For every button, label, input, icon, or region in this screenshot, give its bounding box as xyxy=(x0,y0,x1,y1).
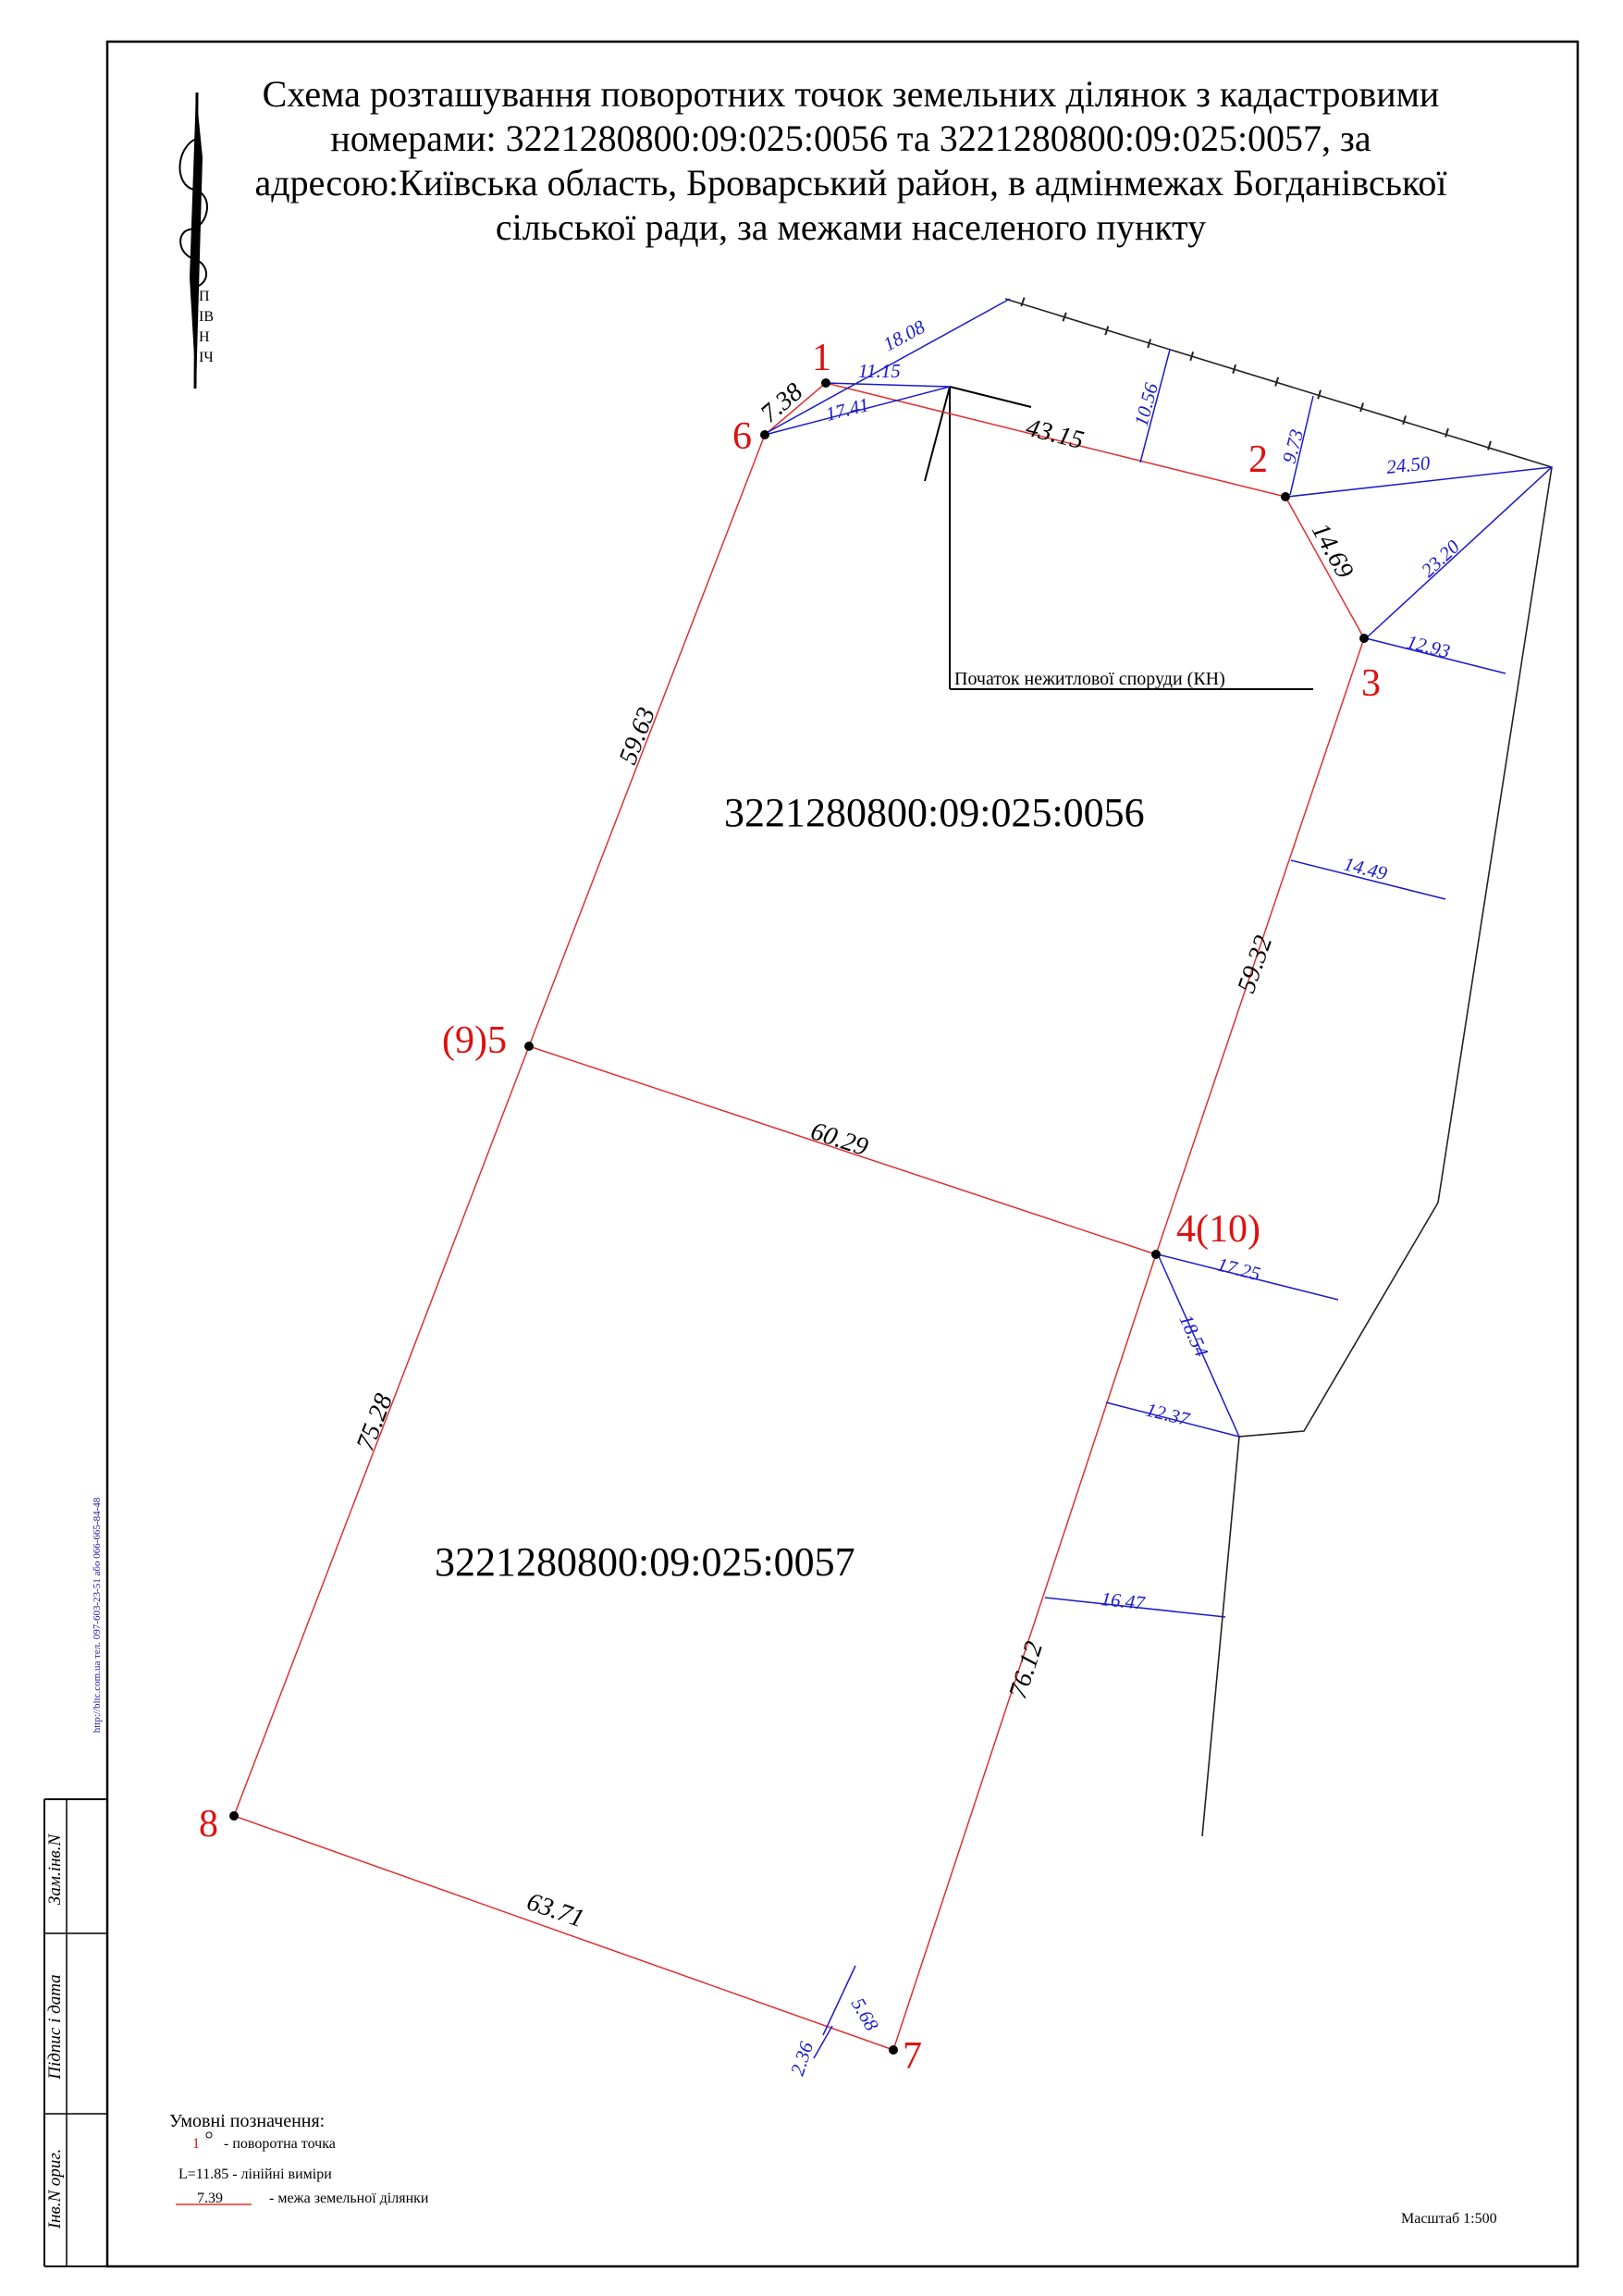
road-boundary xyxy=(1004,297,1553,1837)
point-4-marker xyxy=(1151,1250,1161,1259)
legend-point-icon xyxy=(205,2131,213,2139)
measure-18-54: 18.54 xyxy=(1174,1311,1212,1360)
legend-boundary-text: - межа земельної ділянки xyxy=(269,2191,429,2206)
boundary-p2-p3 xyxy=(1285,496,1365,639)
measure-5-68: 5.68 xyxy=(847,1994,883,2035)
legend-linear-row: L=11.85 - лінійні виміри xyxy=(178,2166,332,2183)
parcel-labels: 3221280800:09:025:0056 3221280800:09:025… xyxy=(435,790,1145,1585)
point-label-2: 2 xyxy=(1248,438,1268,481)
legend-point-sample: 1 xyxy=(192,2136,200,2152)
legend-title: Умовні позначення: xyxy=(169,2111,326,2131)
point-label-1: 1 xyxy=(812,337,831,379)
point-7-marker xyxy=(889,2045,898,2055)
length-p8-p5: 75.28 xyxy=(351,1390,400,1455)
north-arrow-label: ПІВНІЧ xyxy=(199,289,214,365)
parcel-0057-label: 3221280800:09:025:0057 xyxy=(435,1539,855,1585)
measure-23-20: 23.20 xyxy=(1417,536,1464,582)
point-label-8: 8 xyxy=(199,1803,218,1845)
measure-10-56: 10.56 xyxy=(1130,380,1163,428)
measure-11-15: 11.15 xyxy=(858,360,901,382)
boundary-p4-p5 xyxy=(528,1045,1157,1255)
measure-18-08: 18.08 xyxy=(879,315,928,356)
boundary-p6-p1 xyxy=(764,382,827,436)
point-label-7: 7 xyxy=(903,2035,922,2078)
stamp-signature-date: Підпис і дата xyxy=(45,1974,65,2080)
measure-14-49: 14.49 xyxy=(1342,853,1390,885)
measure-9-73: 9.73 xyxy=(1278,427,1309,466)
scale-label: Масштаб 1:500 xyxy=(1401,2211,1497,2227)
legend-graphics xyxy=(176,2131,252,2205)
sheet-frame xyxy=(105,40,1580,2268)
point-5-marker xyxy=(524,1042,534,1051)
parcel-boundaries xyxy=(233,382,1365,2051)
north-arrow-icon xyxy=(178,92,208,389)
boundary-length-labels: 43.15 14.69 59.32 60.29 59.63 7.38 76.12… xyxy=(351,377,1359,1933)
measure-24-50: 24.50 xyxy=(1385,451,1432,478)
page-title: Схема розташування поворотних точок земе… xyxy=(254,73,1447,248)
turning-points xyxy=(229,378,1369,2055)
boundary-p3-p4 xyxy=(1155,637,1365,1255)
legend-point-text: - поворотна точка xyxy=(224,2136,336,2152)
measure-2-36: 2.36 xyxy=(786,2039,818,2079)
point-label-6: 6 xyxy=(732,415,752,458)
point-label-5: (9)5 xyxy=(442,1019,507,1062)
measure-16-47: 16.47 xyxy=(1100,1587,1147,1614)
measure-12-93: 12.93 xyxy=(1405,631,1453,663)
legend-point-row: 1 - поворотна точка xyxy=(192,2136,336,2153)
point-labels: 1 2 3 4(10) (9)5 6 7 8 xyxy=(199,337,1381,2078)
legend-boundary-sample: 7.39 xyxy=(197,2191,223,2206)
point-1-marker xyxy=(821,378,830,388)
length-p7-p8: 63.71 xyxy=(523,1887,588,1933)
parcel-0056-label: 3221280800:09:025:0056 xyxy=(724,790,1145,835)
building-corner xyxy=(924,386,1313,690)
point-label-3: 3 xyxy=(1361,662,1381,705)
length-p5-p6: 59.63 xyxy=(614,704,662,769)
point-8-marker xyxy=(229,1811,239,1821)
boundary-p5-p6 xyxy=(528,434,766,1047)
length-p4-p5: 60.29 xyxy=(807,1117,871,1162)
stamp-replacement-inv: Зам.інв.N xyxy=(45,1833,65,1906)
measure-17-25: 17.25 xyxy=(1215,1253,1263,1286)
length-p3-p4: 59.32 xyxy=(1232,932,1278,997)
boundary-p4-p7 xyxy=(892,1253,1157,2051)
measure-12-37: 12.37 xyxy=(1144,1399,1193,1431)
point-2-marker xyxy=(1281,492,1290,501)
length-p2-p3: 14.69 xyxy=(1306,518,1359,583)
measurement-lines xyxy=(762,298,1553,2059)
point-3-marker xyxy=(1359,634,1369,643)
point-6-marker xyxy=(760,430,769,439)
boundary-p1-p2 xyxy=(825,382,1286,498)
length-p6-p1: 7.38 xyxy=(756,377,808,428)
boundary-p8-p5 xyxy=(233,1045,530,1817)
length-p1-p2: 43.15 xyxy=(1023,414,1087,455)
legend-linear-text: - лінійні виміри xyxy=(232,2166,332,2182)
contact-url: http://bltc.com.ua тел. 097-603-23-51 аб… xyxy=(92,1497,103,1734)
measurement-labels: 18.08 11.15 17.41 10.56 9.73 24.50 23.20… xyxy=(786,315,1464,2079)
legend-linear-sample: L=11.85 xyxy=(178,2166,229,2182)
legend-boundary-row: 7.39 - межа земельної ділянки xyxy=(197,2191,428,2207)
length-p4-p7: 76.12 xyxy=(1003,1638,1049,1702)
point-label-4: 4(10) xyxy=(1176,1208,1260,1251)
stamp-original-inv: Інв.N ориг. xyxy=(45,2148,65,2229)
boundary-p7-p8 xyxy=(233,1815,894,2051)
building-note: Початок нежитлової споруди (КН) xyxy=(954,669,1225,689)
